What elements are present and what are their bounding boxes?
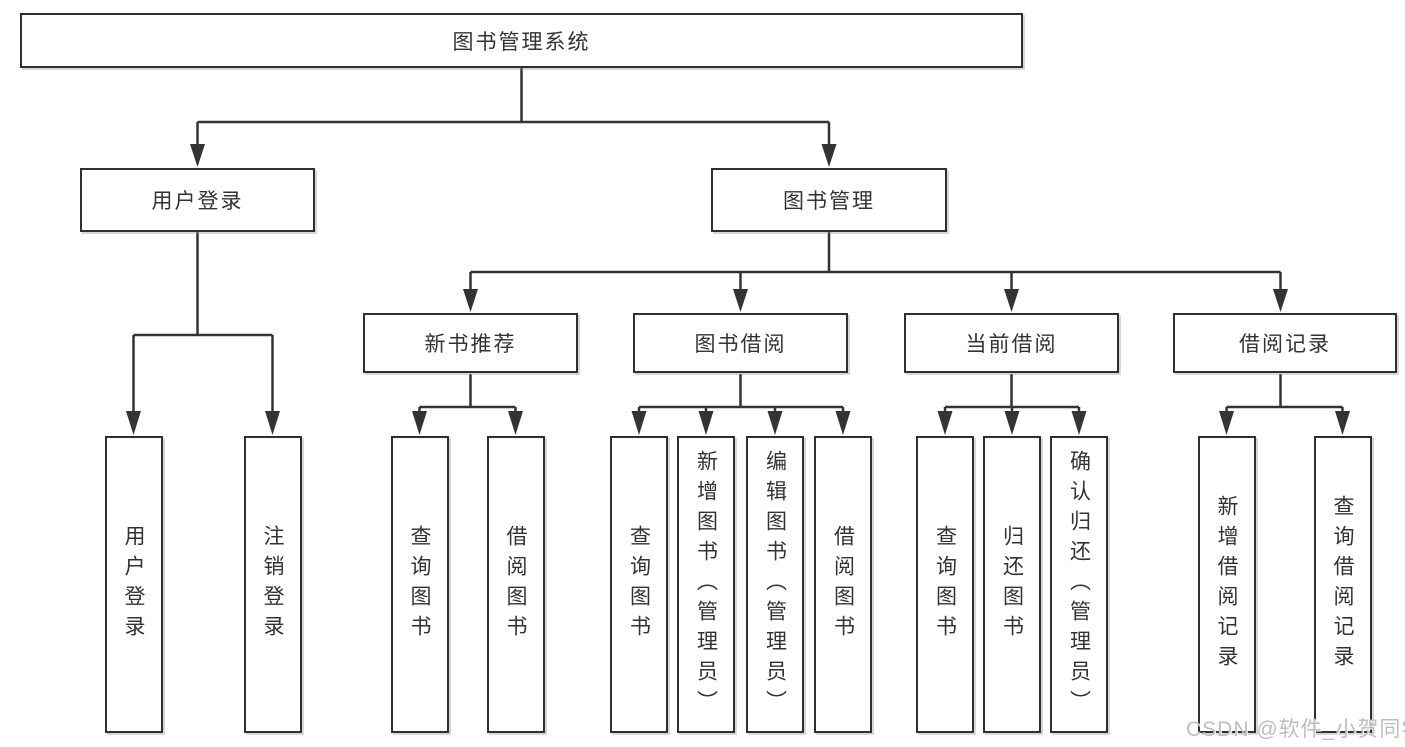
connector-current-borrow-children xyxy=(943,374,1081,417)
node-root-system: 图书管理系统 xyxy=(20,13,1023,68)
node-book-management: 图书管理 xyxy=(711,168,947,232)
leaf-logout: 注销登录 xyxy=(243,436,302,733)
connector-book-borrow-children xyxy=(637,374,845,417)
watermark: CSDN @软件_小贺同学 xyxy=(1186,718,1405,741)
node-book-borrow: 图书借阅 xyxy=(633,313,848,373)
leaf-add-books-admin: 新增图书（管理员） xyxy=(677,436,735,733)
leaf-borrow-books-1: 借阅图书 xyxy=(486,436,545,733)
leaf-query-books-2: 查询图书 xyxy=(610,436,668,733)
leaf-edit-books-admin: 编辑图书（管理员） xyxy=(746,436,804,733)
leaf-query-borrow-record: 查询借阅记录 xyxy=(1313,436,1372,733)
leaf-return-books: 归还图书 xyxy=(983,436,1041,733)
node-new-book-recommend: 新书推荐 xyxy=(363,313,578,373)
leaf-user-login: 用户登录 xyxy=(104,436,163,733)
leaf-confirm-return-admin: 确认归还（管理员） xyxy=(1050,436,1108,733)
connector-new-book-children xyxy=(418,374,517,417)
node-current-borrow: 当前借阅 xyxy=(904,313,1119,373)
leaf-add-borrow-record: 新增借阅记录 xyxy=(1197,436,1256,733)
connector-root-to-level2 xyxy=(196,68,831,148)
node-borrow-records: 借阅记录 xyxy=(1173,313,1397,373)
node-user-login: 用户登录 xyxy=(80,168,315,232)
leaf-borrow-books-2: 借阅图书 xyxy=(814,436,872,733)
leaf-query-books-1: 查询图书 xyxy=(390,436,449,733)
leaf-query-books-3: 查询图书 xyxy=(916,436,974,733)
connector-user-login-children xyxy=(132,232,274,417)
connector-book-management-children xyxy=(469,232,1282,294)
connector-borrow-records-children xyxy=(1225,374,1344,417)
arrowheads xyxy=(126,144,1350,435)
